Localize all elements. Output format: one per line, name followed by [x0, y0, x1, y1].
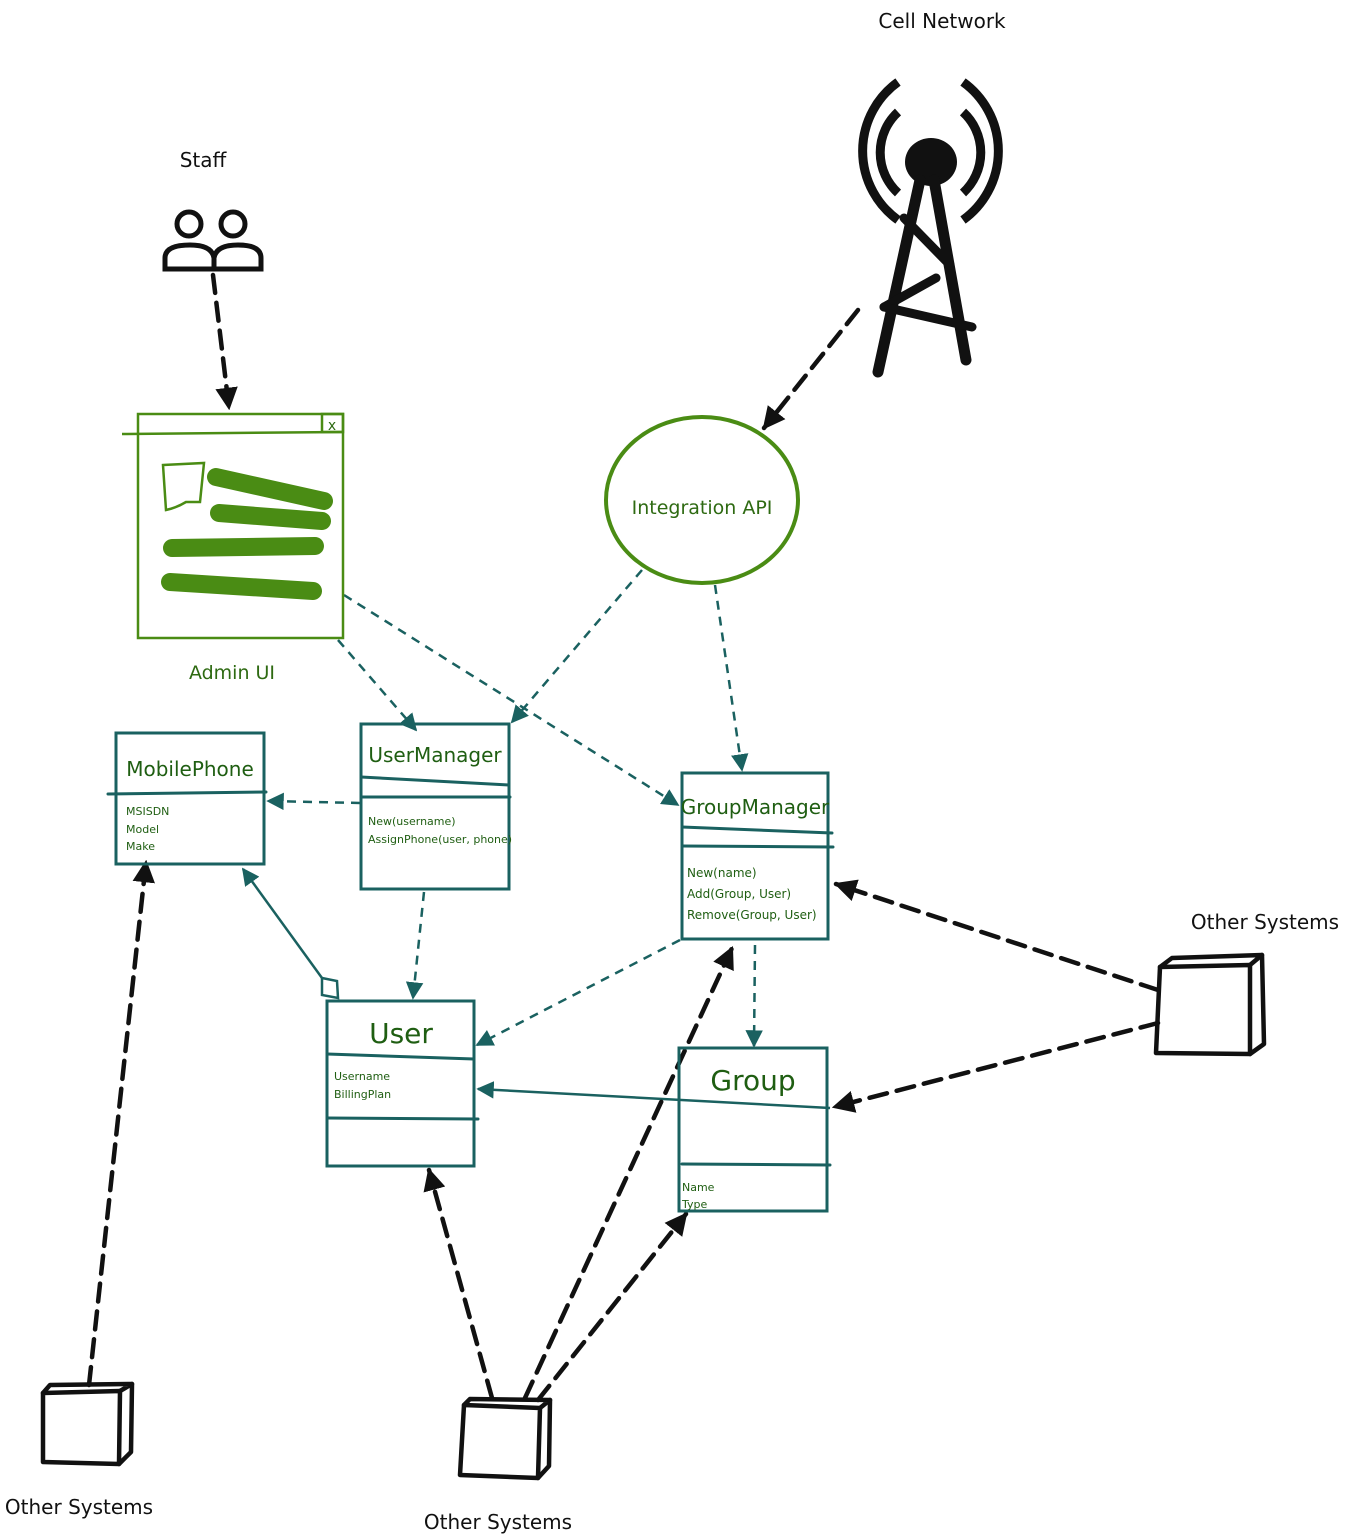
edge-user-aggregates-mobilephone: [241, 867, 324, 979]
class-name: MobilePhone: [126, 757, 254, 781]
other-systems-bottom-left[interactable]: Other Systems: [5, 1381, 153, 1519]
edge-othersystems-bc-to-user: [423, 1167, 495, 1401]
edge-othersystems-right-to-groupmanager: [833, 879, 1161, 993]
edge-usermanager-to-mobilephone: [266, 792, 361, 811]
other-systems-bottom-center[interactable]: Other Systems: [424, 1396, 572, 1534]
connectors: [86, 272, 1161, 1403]
class-groupmanager[interactable]: GroupManager New(name) Add(Group, User) …: [680, 771, 835, 941]
class-name: UserManager: [368, 743, 502, 767]
aggregation-diamond: [320, 976, 340, 1000]
class-user[interactable]: User Username BillingPlan: [325, 999, 480, 1168]
class-operation: AssignPhone(user, phone): [368, 833, 512, 846]
edge-usermanager-to-user: [405, 891, 426, 1000]
class-attribute: Make: [126, 840, 155, 853]
admin-ui-label: Admin UI: [189, 662, 275, 684]
edge-groupmanager-to-user: [475, 938, 681, 1047]
class-name: GroupManager: [681, 795, 830, 819]
window-close-glyph: x: [328, 418, 336, 434]
edge-group-to-user: [476, 1081, 831, 1110]
staff-node[interactable]: Staff: [162, 148, 264, 272]
other-systems-label: Other Systems: [424, 1510, 572, 1534]
class-name: Group: [710, 1064, 795, 1097]
cell-network-node[interactable]: Cell Network: [858, 9, 1006, 378]
class-mobilephone[interactable]: MobilePhone MSISDN Model Make: [106, 731, 268, 866]
people-icon: [162, 209, 264, 272]
edge-othersystems-bc-to-groupmanager: [522, 945, 735, 1401]
other-systems-label: Other Systems: [1191, 910, 1339, 934]
edge-othersystems-right-to-group: [831, 1020, 1161, 1113]
edge-groupmanager-to-group: [745, 944, 763, 1048]
admin-ui-node[interactable]: x Admin UI: [121, 412, 345, 684]
class-attribute: Username: [334, 1070, 390, 1083]
class-operation: Remove(Group, User): [687, 908, 817, 922]
class-attribute: MSISDN: [126, 805, 169, 818]
window-wireframe-icon: x: [121, 412, 345, 640]
cube-icon: [40, 1381, 135, 1467]
cell-network-label: Cell Network: [878, 9, 1006, 33]
class-attribute: Name: [682, 1181, 715, 1194]
edge-api-to-usermanager: [510, 569, 643, 724]
integration-api-node[interactable]: Integration API: [604, 415, 800, 585]
integration-api-label: Integration API: [632, 497, 773, 519]
class-name: User: [369, 1017, 433, 1050]
class-attribute: Model: [126, 823, 159, 836]
edge-othersystems-bc-to-group: [535, 1211, 689, 1403]
edge-othersystems-bl-to-mobilephone: [86, 859, 155, 1388]
class-operation: New(username): [368, 815, 456, 828]
other-systems-label: Other Systems: [5, 1495, 153, 1519]
edge-adminui-to-groupmanager: [343, 593, 680, 807]
cube-icon: [457, 1396, 553, 1481]
class-attribute: Type: [681, 1198, 707, 1211]
edge-cellnetwork-to-integrationapi: [761, 307, 861, 431]
class-operation: New(name): [687, 866, 757, 880]
edge-adminui-to-usermanager: [337, 639, 418, 732]
class-operation: Add(Group, User): [687, 887, 791, 901]
other-systems-right[interactable]: Other Systems: [1153, 910, 1339, 1057]
class-usermanager[interactable]: UserManager New(username) AssignPhone(us…: [359, 722, 512, 891]
integration-api-circle: [604, 415, 800, 585]
class-attribute: BillingPlan: [334, 1088, 391, 1101]
cell-tower-icon: [858, 78, 1003, 378]
staff-label: Staff: [180, 148, 228, 172]
cube-icon: [1153, 952, 1267, 1057]
class-group[interactable]: Group Name Type: [677, 1046, 832, 1213]
edge-staff-to-adminui: [210, 272, 238, 411]
edge-api-to-groupmanager: [713, 584, 749, 772]
